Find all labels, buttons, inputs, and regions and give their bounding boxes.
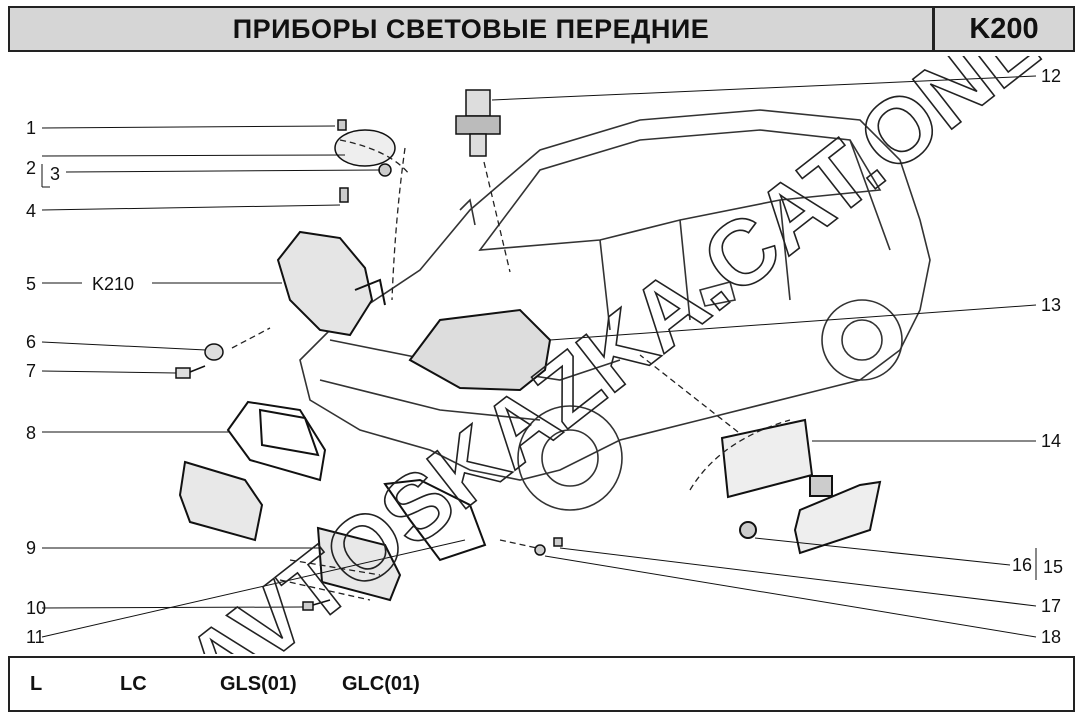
guide-lines [231,139,791,601]
callout-9: 9 [26,538,36,558]
parts-diagram: AVTOSKAZKA.CAT.ONLINE 1 2 3 4 5 K210 6 7… [26,56,1081,654]
side-lamp-bulb [455,89,501,157]
callout-10: 10 [26,598,46,618]
headlight-assembly [276,230,386,337]
callout-13: 13 [1041,295,1061,315]
fog-lamp-left [178,460,264,542]
callout-6: 6 [26,332,36,352]
callout-3: 3 [50,164,60,184]
callout-14: 14 [1041,431,1061,451]
callout-11: 11 [26,627,45,647]
section-code: K200 [969,12,1039,45]
trim-l: L [30,672,43,695]
callout-1: 1 [26,118,36,138]
callout-2: 2 [26,158,36,178]
header-bar: ПРИБОРЫ СВЕТОВЫЕ ПЕРЕДНИЕ K200 [8,6,1075,52]
trim-footer: L LC GLS(01) GLC(01) [8,656,1075,712]
leader-lines [41,75,1037,638]
callout-7: 7 [26,361,36,381]
callout-15: 15 [1043,557,1063,577]
vehicle-outline [299,109,931,511]
bulb-parts [334,119,396,203]
callout-4: 4 [26,201,36,221]
trim-lc: LC [120,672,147,695]
callout-17: 17 [1041,596,1061,616]
callout-8: 8 [26,423,36,443]
callout-12: 12 [1041,66,1061,86]
callout-18: 18 [1041,627,1061,647]
headlight-on-car [408,308,552,392]
washer-screw [175,343,224,379]
callout-5-ref: K210 [92,274,134,294]
page-title: ПРИБОРЫ СВЕТОВЫЕ ПЕРЕДНИЕ [10,8,935,50]
callout-16: 16 [1012,555,1032,575]
trim-gls: GLS(01) [220,672,297,695]
side-repeater [720,418,882,555]
callout-5: 5 [26,274,36,294]
trim-glc: GLC(01) [342,672,420,695]
bracket [226,400,327,482]
fasteners [302,537,563,611]
